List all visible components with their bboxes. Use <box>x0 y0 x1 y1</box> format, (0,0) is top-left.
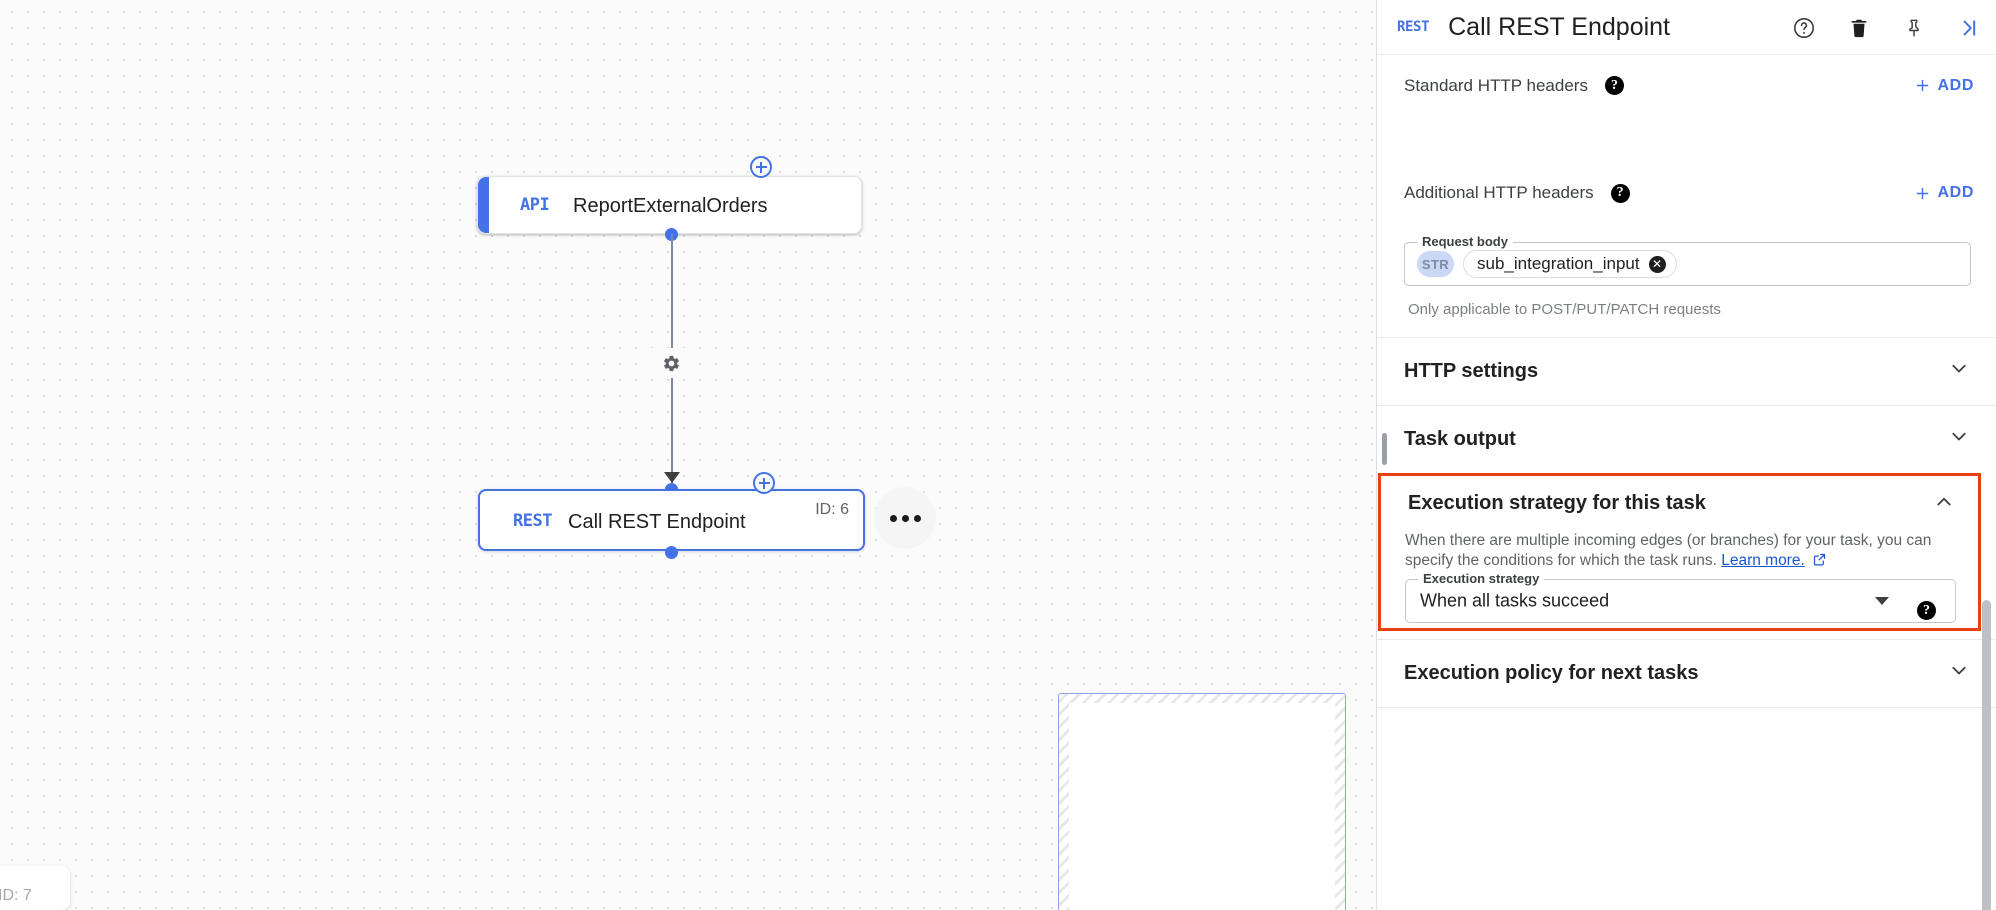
plus-vertical <box>763 477 765 489</box>
divider <box>1377 707 1996 708</box>
section-http-settings[interactable]: HTTP settings <box>1377 337 1996 405</box>
chevron-down-icon[interactable] <box>1948 426 1970 453</box>
chevron-down-icon[interactable] <box>1948 358 1970 385</box>
panel-header-actions <box>1791 0 1982 55</box>
execution-strategy-description: When there are multiple incoming edges (… <box>1405 531 1956 574</box>
collapse-panel-icon[interactable] <box>1956 15 1982 41</box>
dot <box>901 514 909 522</box>
standard-headers-help-icon[interactable]: ? <box>1604 76 1624 95</box>
dot <box>889 514 897 522</box>
request-body-field[interactable]: Request body STR sub_integration_input ✕ <box>1404 234 1971 286</box>
execution-strategy-section: Execution strategy for this task When th… <box>1378 473 1981 631</box>
task-output-title: Task output <box>1404 427 1516 450</box>
plus-icon <box>1916 187 1928 199</box>
integration-canvas[interactable]: API ReportExternalOrders REST Call REST … <box>0 0 1376 910</box>
execution-policy-title: Execution policy for next tasks <box>1404 661 1699 684</box>
dot <box>913 514 921 522</box>
execution-strategy-value: When all tasks succeed <box>1420 590 1610 611</box>
edge-condition-gear-icon[interactable] <box>650 348 692 378</box>
section-execution-policy[interactable]: Execution policy for next tasks <box>1377 639 1996 707</box>
variable-chip[interactable]: sub_integration_input ✕ <box>1463 250 1677 278</box>
api-node-label: ReportExternalOrders <box>573 195 768 217</box>
divider <box>1377 337 1996 338</box>
help-circle-icon[interactable] <box>1791 15 1817 41</box>
desc-line-2: you can specify the conditions for which… <box>1405 532 1932 570</box>
variable-chip-label: sub_integration_input <box>1477 254 1640 273</box>
additional-http-headers-row: Additional HTTP headers ? ADD <box>1377 168 1996 218</box>
additional-http-headers-label: Additional HTTP headers <box>1404 183 1594 202</box>
add-additional-header-button[interactable]: ADD <box>1914 184 1974 202</box>
external-link-icon[interactable] <box>1812 552 1827 573</box>
panel-body: Standard HTTP headers ? ADD Additional H… <box>1377 55 1996 910</box>
plus-icon <box>1916 79 1928 92</box>
page-title: Call REST Endpoint <box>1448 12 1670 41</box>
desc-line-1: When there are multiple incoming edges (… <box>1405 532 1873 549</box>
edge-arrowhead <box>664 472 680 483</box>
chevron-down-icon[interactable] <box>1948 660 1970 687</box>
standard-http-headers-row: Standard HTTP headers ? ADD <box>1377 55 1996 116</box>
rest-node-id-tag: ID: 6 <box>815 501 849 518</box>
rest-node-output-port[interactable] <box>665 546 678 559</box>
rest-badge: REST <box>513 511 552 531</box>
task-config-panel: REST Call REST Endpoint <box>1376 0 1996 910</box>
section-execution-strategy[interactable]: Execution strategy for this task <box>1381 476 1978 531</box>
divider <box>1377 405 1996 406</box>
add-node-after-api-button[interactable] <box>750 156 772 178</box>
execution-strategy-legend: Execution strategy <box>1418 571 1545 586</box>
add-node-after-rest-button[interactable] <box>753 472 775 494</box>
add-standard-header-label: ADD <box>1937 76 1974 94</box>
http-settings-title: HTTP settings <box>1404 359 1539 382</box>
request-body-value: STR sub_integration_input ✕ <box>1417 250 1677 278</box>
panel-edge-scroll-thumb[interactable] <box>1382 433 1387 465</box>
section-task-output[interactable]: Task output <box>1377 405 1996 473</box>
api-badge: API <box>520 195 550 215</box>
chevron-down-icon[interactable] <box>1875 597 1889 605</box>
execution-strategy-title: Execution strategy for this task <box>1408 492 1706 514</box>
canvas-preview-panel[interactable] <box>1058 693 1346 910</box>
delete-icon[interactable] <box>1846 15 1872 41</box>
variable-type-badge: STR <box>1417 251 1454 277</box>
pin-icon[interactable] <box>1901 15 1927 41</box>
panel-scrollbar[interactable] <box>1982 600 1991 910</box>
add-additional-header-label: ADD <box>1937 184 1974 201</box>
remove-variable-icon[interactable]: ✕ <box>1648 255 1666 273</box>
offscreen-node-fragment <box>0 866 70 910</box>
canvas-node-rest[interactable]: REST Call REST Endpoint ID: 6 <box>478 489 865 551</box>
node-accent-bar <box>478 177 489 233</box>
add-standard-header-button[interactable]: ADD <box>1914 77 1974 95</box>
rest-node-label: Call REST Endpoint <box>568 511 746 533</box>
chevron-up-icon[interactable] <box>1933 490 1955 517</box>
learn-more-link[interactable]: Learn more. <box>1721 552 1805 570</box>
divider <box>1377 639 1996 640</box>
panel-rest-badge: REST <box>1397 19 1430 35</box>
plus-vertical <box>760 161 762 173</box>
canvas-node-api[interactable]: API ReportExternalOrders <box>477 176 862 234</box>
preview-panel-inner <box>1069 703 1335 910</box>
panel-header: REST Call REST Endpoint <box>1377 0 1996 55</box>
execution-strategy-help-icon[interactable]: ? <box>1917 601 1936 620</box>
standard-http-headers-label: Standard HTTP headers <box>1404 75 1588 95</box>
execution-strategy-select[interactable]: Execution strategy When all tasks succee… <box>1405 571 1956 623</box>
additional-headers-help-icon[interactable]: ? <box>1610 183 1630 203</box>
request-body-helper-text: Only applicable to POST/PUT/PATCH reques… <box>1408 301 1721 318</box>
offscreen-node-id-tag: ID: 7 <box>0 887 32 904</box>
node-context-menu-button[interactable] <box>874 487 936 549</box>
request-body-legend: Request body <box>1417 234 1513 249</box>
